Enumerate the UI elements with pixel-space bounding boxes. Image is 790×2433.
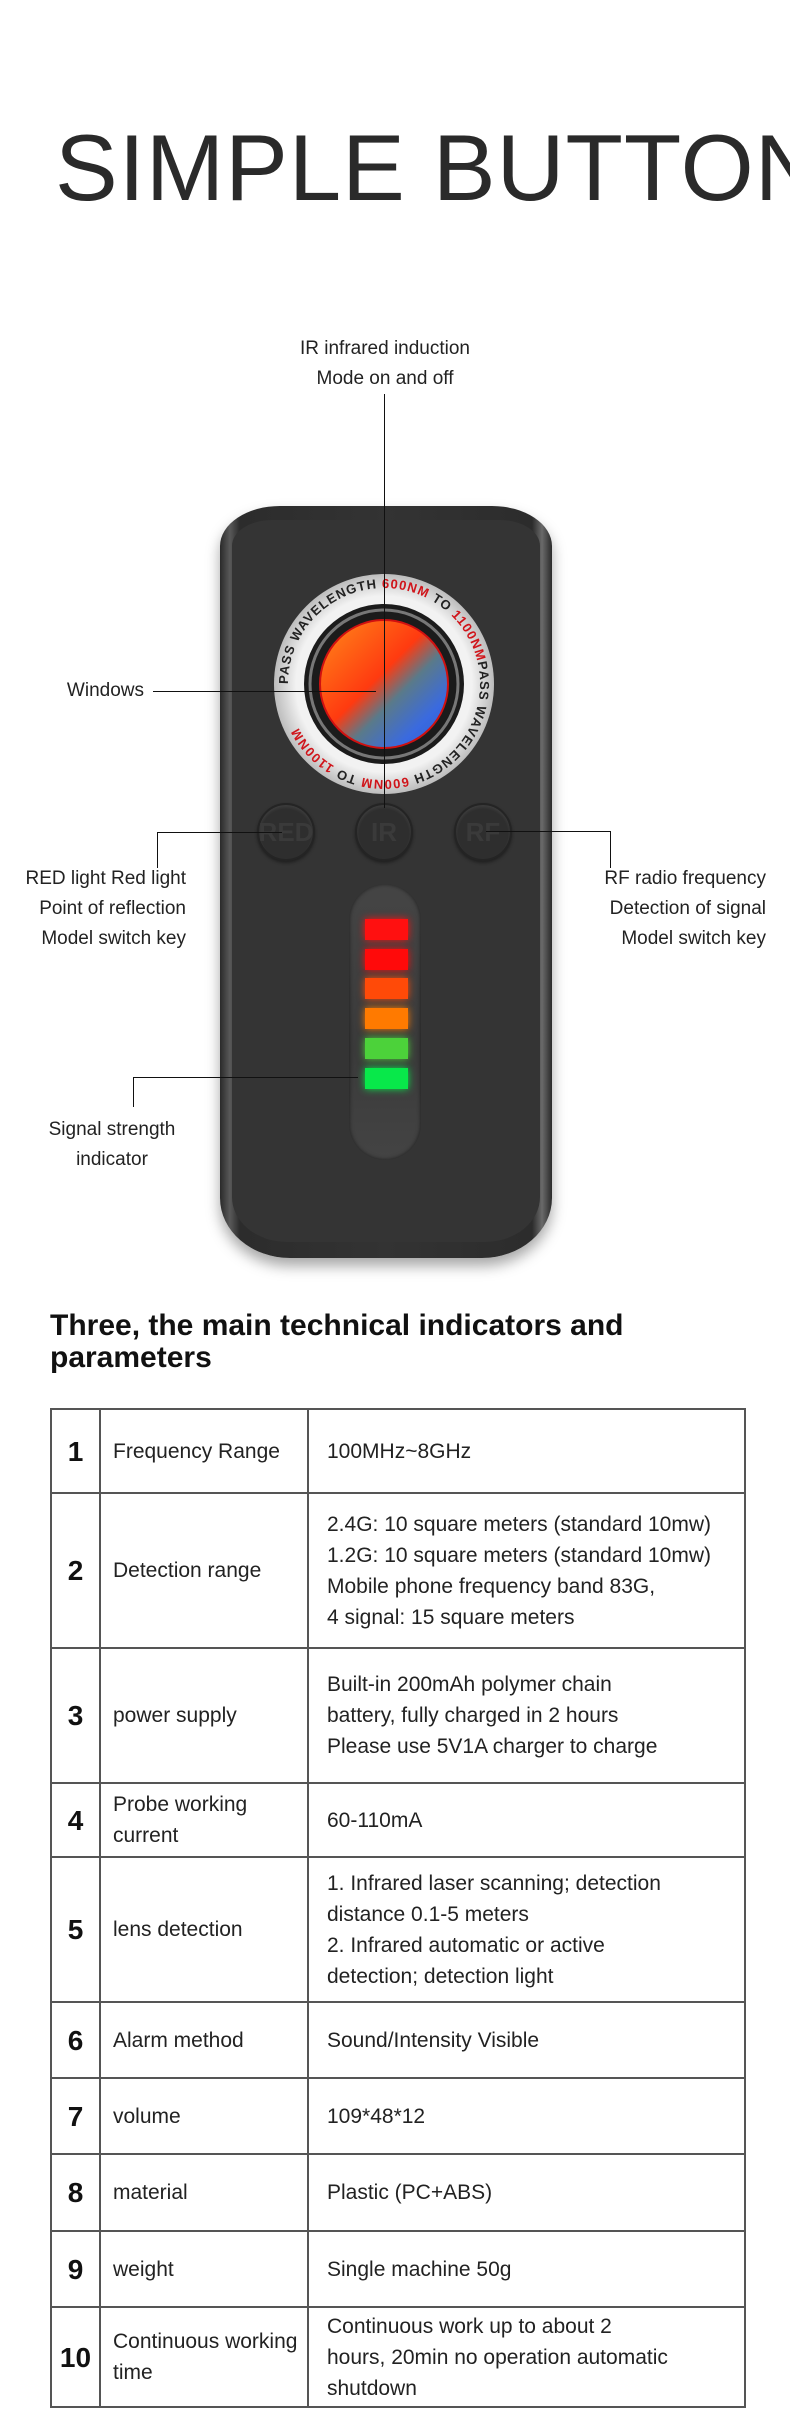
callout-line: Detection of signal [609,898,766,919]
parameter-value: Sound/Intensity Visible [307,2001,746,2079]
signal-callout: Signal strength indicator [22,1115,202,1175]
table-row: 6 Alarm method Sound/Intensity Visible [50,2001,746,2079]
callout-line: Mode on and off [316,368,454,389]
value-line: Mobile phone frequency band 83G, [327,1574,656,1598]
table-row: 1 Frequency Range 100MHz~8GHz [50,1408,746,1494]
row-number: 6 [50,2001,101,2079]
specs-heading: Three, the main technical indicators and… [50,1309,624,1374]
parameter-name: Frequency Range [99,1408,309,1494]
red-callout: RED light Red light Point of reflection … [0,864,186,954]
signal-led [365,1008,408,1029]
value-line: detection; detection light [327,1964,554,1988]
red-button-label: RED [258,816,314,847]
signal-led [365,1038,408,1059]
value-line: Continuous work up to about 2 [327,2314,612,2338]
value-line: 1. Infrared laser scanning; detection [327,1871,661,1895]
parameter-value: 100MHz~8GHz [307,1408,746,1494]
rf-mode-button[interactable]: RF [454,803,512,861]
windows-callout: Windows [66,680,144,701]
rf-leader-line [610,831,611,868]
callout-line: IR infrared induction [299,338,471,359]
red-leader-line [157,832,282,833]
row-number: 3 [50,1647,101,1784]
row-number: 4 [50,1782,101,1858]
callout-line: Point of reflection [39,898,186,919]
parameter-name: weight [99,2230,309,2308]
table-row: 5 lens detection 1. Infrared laser scann… [50,1856,746,2003]
value-line: Plastic (PC+ABS) [327,2181,493,2204]
rf-leader-line [486,831,611,832]
parameter-name: Alarm method [99,2001,309,2079]
parameter-value: Built-in 200mAh polymer chain battery, fu… [307,1647,746,1784]
table-row: 8 material Plastic (PC+ABS) [50,2153,746,2232]
table-row: 7 volume 109*48*12 [50,2077,746,2155]
table-row: 3 power supply Built-in 200mAh polymer c… [50,1647,746,1784]
value-line: 60-110mA [327,1808,423,1832]
value-line: hours, 20min no operation automatic [327,2345,668,2369]
parameter-value: 1. Infrared laser scanning; detection dis… [307,1856,746,2003]
callout-line: Signal strength [48,1119,176,1140]
value-line: Built-in 200mAh polymer chain [327,1673,612,1696]
ir-button-label: IR [371,816,397,847]
parameter-value: Plastic (PC+ABS) [307,2153,746,2232]
rf-button-label: RF [465,816,501,847]
table-row: 2 Detection range 2.4G: 10 square meters… [50,1492,746,1649]
row-number: 9 [50,2230,101,2308]
parameter-name: material [99,2153,309,2232]
value-line: distance 0.1-5 meters [327,1902,529,1926]
row-number: 1 [50,1408,101,1494]
ir-mode-button[interactable]: IR [355,803,413,861]
parameter-value: 2.4G: 10 square meters (standard 10mw) 1.… [307,1492,746,1649]
callout-line: RF radio frequency [604,868,766,889]
value-line: shutdown [327,2376,417,2400]
table-row: 10 Continuous working time Continuous wo… [50,2306,746,2408]
rf-callout: RF radio frequency Detection of signal M… [560,864,766,954]
value-line: 4 signal: 15 square meters [327,1605,575,1629]
ir-callout: IR infrared induction Mode on and off [285,334,485,394]
parameter-value: 109*48*12 [307,2077,746,2155]
value-line: 2. Infrared automatic or active [327,1933,605,1957]
table-row: 4 Probe working current 60-110mA [50,1782,746,1858]
parameter-name: Continuous working time [99,2306,309,2408]
signal-led [365,978,408,999]
callout-line: Model switch key [41,928,186,949]
signal-leader-line [133,1077,134,1107]
row-number: 5 [50,1856,101,2003]
value-line: Please use 5V1A charger to charge [327,1735,658,1758]
parameter-name: power supply [99,1647,309,1784]
signal-led [365,919,408,940]
signal-leader-line [133,1077,358,1078]
signal-led [365,949,408,970]
value-line: Single machine 50g [327,2257,512,2281]
parameter-name: Detection range [99,1492,309,1649]
ir-leader-line [384,394,385,808]
value-line: 1.2G: 10 square meters (standard 10mw) [327,1543,712,1567]
row-number: 10 [50,2306,101,2408]
parameter-name: Probe working current [99,1782,309,1858]
row-number: 7 [50,2077,101,2155]
parameter-name: lens detection [99,1856,309,2003]
windows-leader-line [153,691,376,692]
red-leader-line [157,832,158,868]
page-title: SIMPLE BUTTON [55,115,790,220]
callout-line: Model switch key [621,928,766,949]
callout-line: RED light Red light [25,868,186,889]
value-line: 2.4G: 10 square meters (standard 10mw) [327,1512,712,1536]
parameter-value: Single machine 50g [307,2230,746,2308]
value-line: battery, fully charged in 2 hours [327,1704,619,1727]
value-line: Sound/Intensity Visible [327,2028,540,2052]
value-line: 100MHz~8GHz [327,1439,472,1463]
table-row: 9 weight Single machine 50g [50,2230,746,2308]
signal-led [365,1068,408,1089]
parameter-value: Continuous work up to about 2 hours, 20mi… [307,2306,746,2408]
parameter-value: 60-110mA [307,1782,746,1858]
parameter-name: volume [99,2077,309,2155]
row-number: 8 [50,2153,101,2232]
row-number: 2 [50,1492,101,1649]
value-line: 109*48*12 [327,2104,426,2128]
callout-line: indicator [76,1149,148,1170]
